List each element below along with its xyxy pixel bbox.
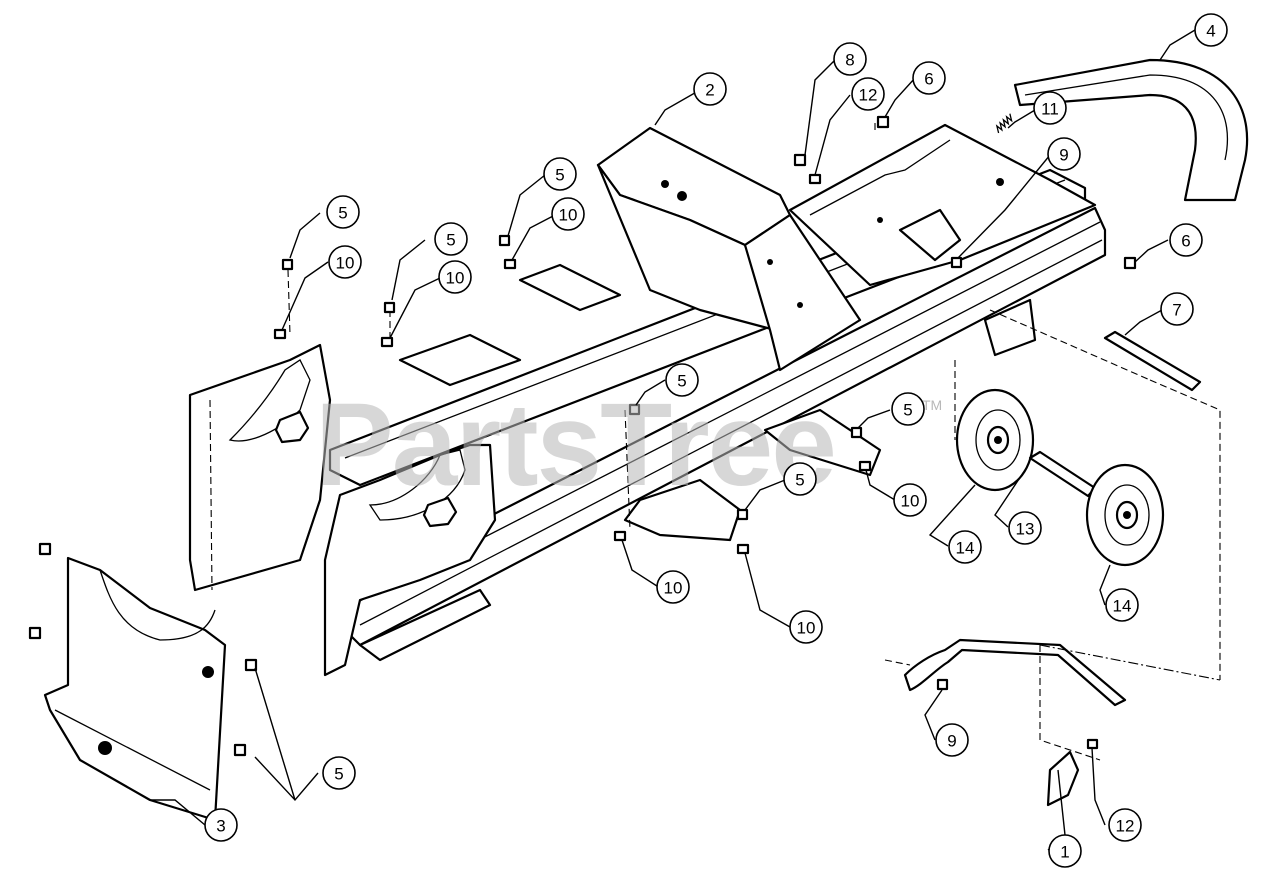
svg-text:12: 12 <box>859 86 878 105</box>
svg-text:8: 8 <box>845 51 854 70</box>
callout-7[interactable]: 7 <box>1160 292 1194 326</box>
watermark-text: PartsTree <box>315 379 835 511</box>
callout-2[interactable]: 2 <box>693 72 727 106</box>
callout-14[interactable]: 14 <box>1105 588 1139 622</box>
nut-icon <box>736 543 750 555</box>
callout-10[interactable]: 10 <box>551 197 585 231</box>
svg-text:5: 5 <box>903 401 912 420</box>
svg-text:6: 6 <box>924 70 933 89</box>
bolt-icon <box>383 301 396 314</box>
pulley-rear <box>1085 463 1165 567</box>
bolt-icon <box>876 115 890 129</box>
svg-text:2: 2 <box>705 81 714 100</box>
svg-text:5: 5 <box>795 471 804 490</box>
rear-deck <box>788 123 1097 357</box>
svg-text:5: 5 <box>677 372 686 391</box>
nut-icon <box>936 678 949 691</box>
nut-icon <box>808 173 822 185</box>
watermark-trademark: TM <box>922 397 942 413</box>
callout-10[interactable]: 10 <box>328 245 362 279</box>
nut-icon <box>273 328 287 340</box>
nut-icon <box>613 530 627 542</box>
bolt-icon <box>1123 256 1137 270</box>
svg-text:5: 5 <box>334 765 343 784</box>
callout-10[interactable]: 10 <box>789 610 823 644</box>
bolt-icon <box>281 258 294 271</box>
callout-4[interactable]: 4 <box>1194 13 1228 47</box>
callout-10[interactable]: 10 <box>656 570 690 604</box>
svg-text:14: 14 <box>956 539 975 558</box>
callout-10[interactable]: 10 <box>438 260 472 294</box>
svg-text:10: 10 <box>446 269 465 288</box>
svg-text:10: 10 <box>901 492 920 511</box>
nut-icon <box>793 153 807 167</box>
bolt-icon <box>850 426 863 439</box>
watermark: PartsTree TM <box>315 379 942 511</box>
main-frame <box>188 168 1107 677</box>
callout-5[interactable]: 5 <box>891 392 925 426</box>
callouts: 1 2 3 4 5 5 5 5 5 5 5 6 6 7 8 9 9 10 10 … <box>204 13 1228 868</box>
svg-text:5: 5 <box>555 166 564 185</box>
callout-1[interactable]: 1 <box>1048 834 1082 868</box>
svg-text:5: 5 <box>338 204 347 223</box>
svg-text:3: 3 <box>216 817 225 836</box>
dash-panel <box>596 126 862 372</box>
callout-9[interactable]: 9 <box>935 723 969 757</box>
callout-5[interactable]: 5 <box>783 462 817 496</box>
rear-bumper <box>1013 58 1249 202</box>
nut-icon <box>858 460 872 472</box>
svg-text:10: 10 <box>664 579 683 598</box>
bolt-icon <box>628 403 641 416</box>
bolt-icon <box>244 658 258 672</box>
nut-icon <box>380 336 394 348</box>
svg-text:10: 10 <box>336 254 355 273</box>
svg-text:10: 10 <box>797 619 816 638</box>
nut-icon <box>1086 738 1099 750</box>
guide-lines <box>209 120 1221 761</box>
callout-12[interactable]: 12 <box>851 77 885 111</box>
svg-text:13: 13 <box>1016 520 1035 539</box>
svg-text:6: 6 <box>1181 232 1190 251</box>
bolt-icon <box>28 626 42 640</box>
callout-5[interactable]: 5 <box>322 756 356 790</box>
callout-6[interactable]: 6 <box>912 61 946 95</box>
svg-text:9: 9 <box>947 732 956 751</box>
spring <box>995 113 1013 134</box>
pulley-front <box>955 388 1035 492</box>
callout-9[interactable]: 9 <box>1047 137 1081 171</box>
svg-text:12: 12 <box>1116 817 1135 836</box>
callout-13[interactable]: 13 <box>1008 511 1042 545</box>
nut-icon <box>950 256 963 269</box>
nut-icon <box>503 258 517 270</box>
callout-5[interactable]: 5 <box>543 157 577 191</box>
callout-5[interactable]: 5 <box>665 363 699 397</box>
callout-11[interactable]: 11 <box>1033 91 1067 125</box>
lift-rod <box>903 638 1127 807</box>
callout-14[interactable]: 14 <box>948 530 982 564</box>
svg-text:1: 1 <box>1060 843 1069 862</box>
bolt-icon <box>736 508 749 521</box>
svg-text:5: 5 <box>446 231 455 250</box>
callout-8[interactable]: 8 <box>833 42 867 76</box>
svg-text:4: 4 <box>1206 22 1215 41</box>
bolt-icon <box>38 542 52 556</box>
axle <box>1103 330 1202 392</box>
callout-5[interactable]: 5 <box>434 222 468 256</box>
bolt-icon <box>233 743 247 757</box>
callout-3[interactable]: 3 <box>204 808 238 842</box>
leader-lines <box>150 29 1196 851</box>
pulley-shaft <box>1028 450 1097 498</box>
svg-text:9: 9 <box>1059 146 1068 165</box>
callout-12[interactable]: 12 <box>1108 808 1142 842</box>
front-bracket <box>43 556 227 822</box>
callout-10[interactable]: 10 <box>893 483 927 517</box>
svg-text:11: 11 <box>1041 100 1059 119</box>
svg-text:7: 7 <box>1172 301 1181 320</box>
callout-5[interactable]: 5 <box>326 195 360 229</box>
callout-6[interactable]: 6 <box>1169 223 1203 257</box>
bolt-icon <box>498 234 511 247</box>
svg-text:14: 14 <box>1113 597 1132 616</box>
svg-text:10: 10 <box>559 206 578 225</box>
